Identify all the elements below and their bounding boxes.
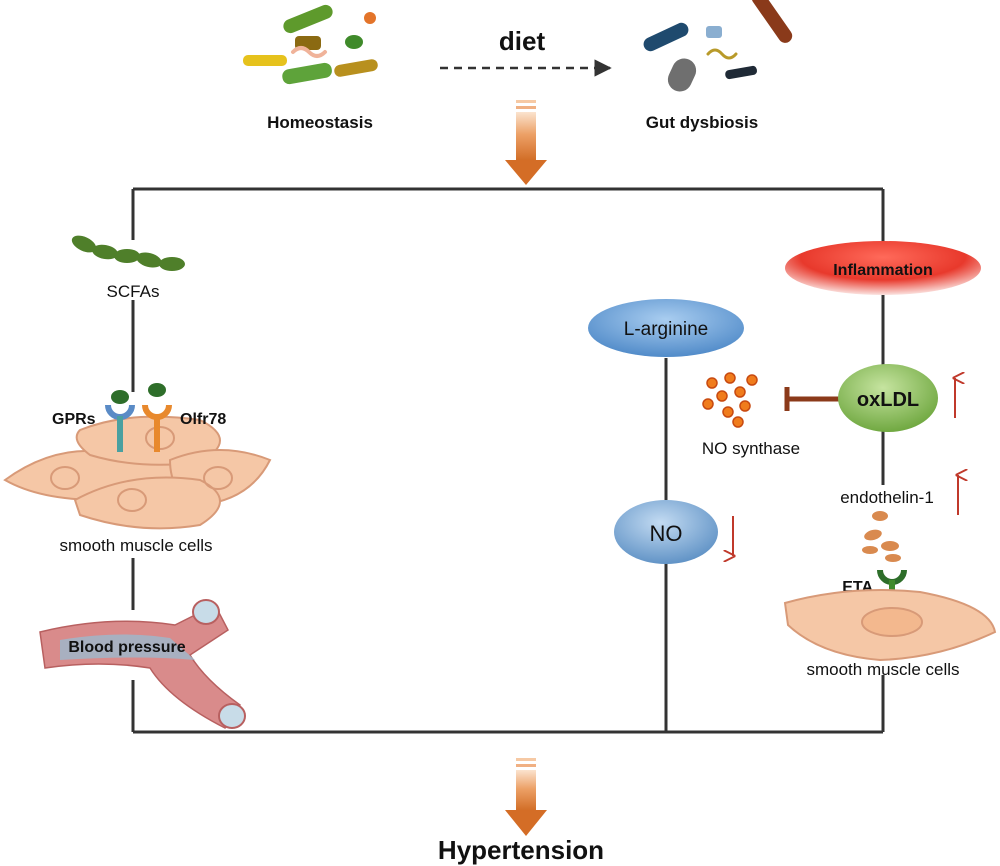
frame-connectors: [131, 187, 885, 734]
inflammation-label: Inflammation: [833, 262, 933, 279]
blood-vessel-icon: [39, 599, 246, 729]
inflammation-node: [785, 241, 981, 295]
diet-label: diet: [499, 26, 546, 56]
top-orange-arrow: [505, 100, 547, 185]
smooth-muscle-cell-right-icon: [783, 589, 997, 662]
smooth-muscle-cells-right-label: smooth muscle cells: [806, 660, 959, 679]
l-arginine-label: L-arginine: [624, 319, 709, 340]
homeostasis-label: Homeostasis: [267, 113, 373, 132]
scfas-chain-icon: [71, 235, 185, 271]
endothelin-particles-icon: [862, 511, 901, 562]
scfas-label: SCFAs: [107, 282, 160, 301]
homeostasis-bacteria-icon: [243, 4, 378, 85]
oxldl-node: [838, 364, 938, 432]
blood-pressure-label: Blood pressure: [68, 639, 185, 656]
bottom-orange-arrow: [505, 758, 547, 836]
hypertension-label: Hypertension: [438, 835, 604, 865]
no-synthase-particles-icon: [702, 372, 758, 428]
gprs-receptor-icon: [105, 390, 135, 452]
no-node: [614, 500, 718, 564]
smooth-muscle-cells-left-label: smooth muscle cells: [59, 536, 212, 555]
oxldl-label: oxLDL: [857, 389, 919, 411]
l-arginine-node: [588, 299, 744, 357]
no-label: NO: [650, 521, 683, 546]
smooth-muscle-cells-left-icon: [3, 415, 272, 530]
no-synthase-label: NO synthase: [702, 439, 800, 458]
dysbiosis-bacteria-icon: [643, 0, 793, 92]
olfr78-receptor-icon: [142, 383, 172, 452]
gprs-label: GPRs: [52, 411, 96, 428]
endothelin-1-label: endothelin-1: [840, 488, 934, 507]
olfr78-label: Olfr78: [180, 411, 226, 428]
oxldl-inhibits-no-synthase: [784, 387, 840, 411]
gut-dysbiosis-label: Gut dysbiosis: [646, 113, 758, 132]
